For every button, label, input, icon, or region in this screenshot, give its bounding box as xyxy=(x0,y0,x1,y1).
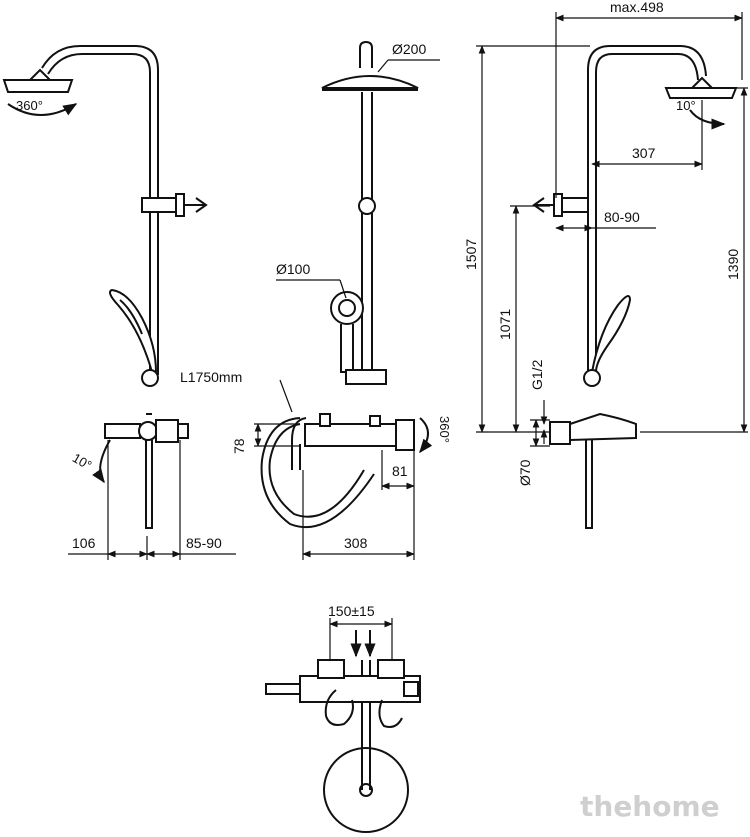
bottom-front-view xyxy=(265,630,421,833)
mixer-handle-label: 81 xyxy=(392,463,408,479)
side-view-right xyxy=(532,45,738,529)
hose-length-label: L1750mm xyxy=(180,369,242,385)
height-head-label: 1390 xyxy=(725,249,741,280)
max-reach-label: max.498 xyxy=(610,0,664,15)
mixer-projection-label: 106 xyxy=(72,535,96,551)
rotation-label-left: 360° xyxy=(16,98,43,113)
bracket-offset-label: 80-90 xyxy=(604,209,640,225)
shower-head-left xyxy=(2,79,74,93)
mixer-height-label: 78 xyxy=(231,438,247,454)
watermark: thehome xyxy=(580,790,720,823)
hand-shower-right xyxy=(591,295,632,373)
shower-arm-left xyxy=(41,45,159,375)
height-slide-label: 1071 xyxy=(497,309,513,340)
shower-head-bottom xyxy=(323,747,409,833)
head-angle-label: 10° xyxy=(676,98,696,113)
centres-label: 150±15 xyxy=(328,603,375,619)
side-view-left xyxy=(2,45,208,529)
mixer-angle-label: 10° xyxy=(70,450,95,473)
mixer-side-left xyxy=(104,413,189,529)
hand-shower-left xyxy=(109,288,157,373)
hand-shower-diameter-label: Ø100 xyxy=(276,261,310,277)
front-view xyxy=(321,40,419,385)
head-diameter-label: Ø200 xyxy=(392,41,426,57)
thread-label: G1/2 xyxy=(529,359,545,390)
mixer-width-label: 308 xyxy=(344,535,368,551)
hand-shower-front xyxy=(330,291,364,325)
mixer-wall-label: 85-90 xyxy=(186,535,222,551)
height-total-label: 1507 xyxy=(463,239,479,270)
mixer-top-view xyxy=(260,413,433,529)
arm-length-label: 307 xyxy=(632,145,656,161)
shower-head-front xyxy=(321,75,419,89)
shower-head-right xyxy=(664,87,738,99)
mixer-rotation-label: 360° xyxy=(437,416,452,443)
escutcheon-label: Ø70 xyxy=(517,459,533,486)
